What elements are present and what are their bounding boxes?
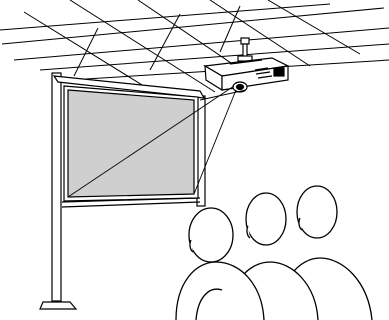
projection-beam [67, 85, 247, 198]
ceiling-grid [0, 0, 389, 97]
audience-person [175, 207, 265, 320]
audience [175, 185, 373, 320]
projection-screen [61, 85, 201, 208]
projector-lens-icon [232, 81, 248, 93]
ceiling-mount-pole [237, 37, 253, 62]
